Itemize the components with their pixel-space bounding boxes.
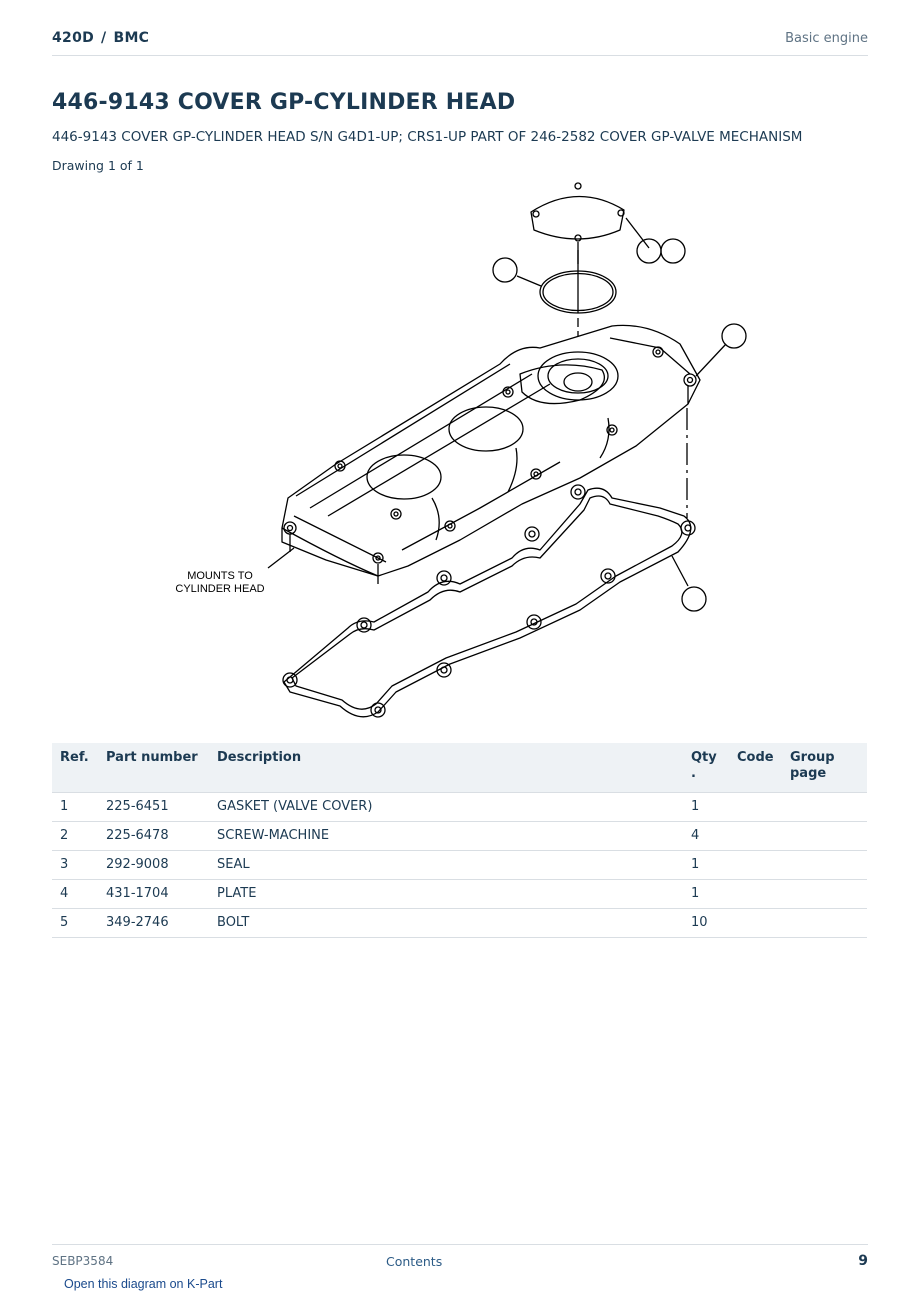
table-row: 2 225-6478 SCREW-MACHINE 4 (52, 821, 867, 851)
column-header-group-page: Group page (782, 743, 867, 793)
section-name: Basic engine (785, 31, 868, 46)
cell-group-page (782, 908, 867, 938)
plate-part (530, 195, 625, 240)
open-in-kpart-link[interactable]: Open this diagram on K-Part (64, 1277, 223, 1291)
table-row: 1 225-6451 GASKET (VALVE COVER) 1 (52, 792, 867, 822)
cell-part-number: 225-6478 (98, 821, 209, 851)
callout-circle (492, 257, 518, 283)
table-row: 5 349-2746 BOLT 10 (52, 908, 867, 938)
page-title: 446-9143 COVER GP-CYLINDER HEAD (52, 90, 516, 115)
cell-group-page (782, 792, 867, 822)
cell-ref: 4 (52, 879, 98, 909)
cell-description: GASKET (VALVE COVER) (209, 792, 683, 822)
column-header-description: Description (209, 743, 683, 793)
cell-description: SEAL (209, 850, 683, 880)
cell-ref: 3 (52, 850, 98, 880)
cell-code (729, 850, 782, 880)
cell-qty: 1 (683, 850, 729, 880)
cell-code (729, 821, 782, 851)
column-header-qty: Qty . (683, 743, 729, 793)
plate-screw-hole (574, 182, 582, 190)
column-header-ref: Ref. (52, 743, 98, 793)
plate-screw-hole (617, 209, 625, 217)
table-row: 4 431-1704 PLATE 1 (52, 879, 867, 909)
page-subtitle: 446-9143 COVER GP-CYLINDER HEAD S/N G4D1… (52, 129, 803, 145)
column-header-code: Code (729, 743, 782, 793)
cell-code (729, 879, 782, 909)
callout-circle (721, 323, 747, 349)
callout-circle (681, 586, 707, 612)
breadcrumb: 420D / BMC (52, 30, 149, 46)
drawing-count: Drawing 1 of 1 (52, 158, 144, 173)
cell-description: SCREW-MACHINE (209, 821, 683, 851)
breadcrumb-model: 420D (52, 30, 95, 46)
diagram-note-line: CYLINDER HEAD (175, 583, 265, 595)
cell-description: BOLT (209, 908, 683, 938)
cell-qty: 1 (683, 792, 729, 822)
page-footer: SEBP3584 Contents 9 (52, 1244, 868, 1275)
table-row: 3 292-9008 SEAL 1 (52, 850, 867, 880)
callout-circle (660, 238, 686, 264)
cell-group-page (782, 879, 867, 909)
cell-ref: 5 (52, 908, 98, 938)
callout-circle (636, 238, 662, 264)
cell-code (729, 792, 782, 822)
contents-link[interactable]: Contents (386, 1254, 443, 1269)
page-number: 9 (858, 1253, 868, 1269)
cell-part-number: 349-2746 (98, 908, 209, 938)
plate-screw-hole (574, 234, 582, 242)
column-header-part-number: Part number (98, 743, 209, 793)
cell-part-number: 292-9008 (98, 850, 209, 880)
cell-group-page (782, 821, 867, 851)
cell-part-number: 225-6451 (98, 792, 209, 822)
breadcrumb-system: BMC (113, 30, 150, 46)
cell-qty: 10 (683, 908, 729, 938)
cell-ref: 1 (52, 792, 98, 822)
parts-table: Ref. Part number Description Qty . Code … (52, 743, 867, 938)
cell-description: PLATE (209, 879, 683, 909)
breadcrumb-separator: / (101, 30, 107, 46)
table-header-row: Ref. Part number Description Qty . Code … (52, 743, 867, 793)
cell-qty: 4 (683, 821, 729, 851)
plate-screw-hole (532, 210, 540, 218)
parts-diagram[interactable] (160, 178, 780, 726)
gasket-part (283, 487, 692, 718)
diagram-note: MOUNTS TO CYLINDER HEAD (165, 570, 275, 596)
cell-code (729, 908, 782, 938)
document-id: SEBP3584 (52, 1254, 114, 1268)
cell-qty: 1 (683, 879, 729, 909)
cell-part-number: 431-1704 (98, 879, 209, 909)
page-header: 420D / BMC Basic engine (52, 28, 868, 56)
diagram-note-line: MOUNTS TO (187, 570, 253, 582)
cell-group-page (782, 850, 867, 880)
cell-ref: 2 (52, 821, 98, 851)
